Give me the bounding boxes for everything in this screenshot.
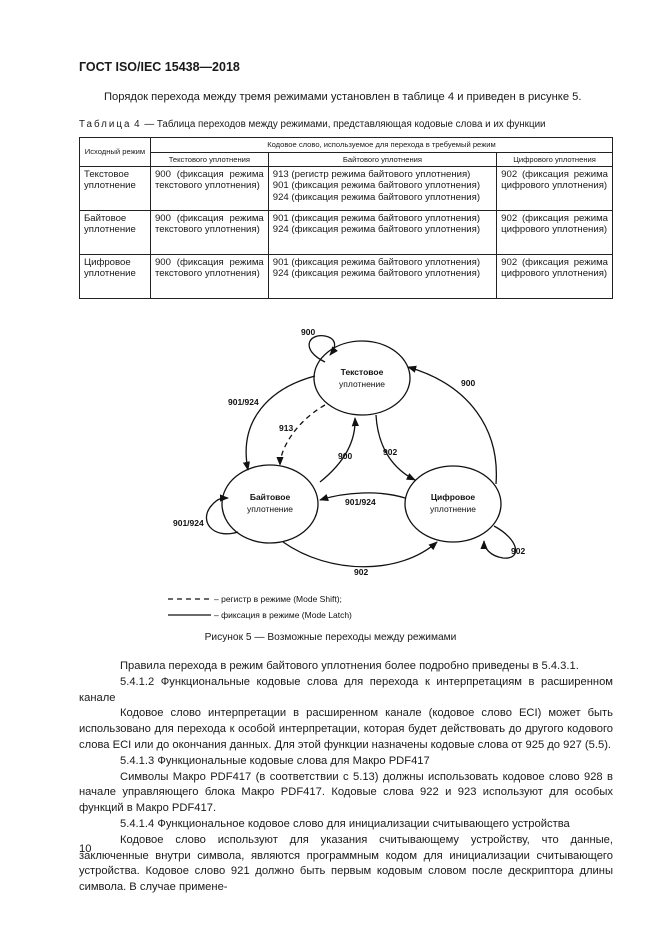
intro-paragraph: Порядок перехода между тремя режимами ус…	[104, 91, 582, 103]
table-row: Цифровое уплотнение 900 (фиксация режима…	[79, 254, 613, 300]
paragraph: Символы Макро PDF417 (в соответствии с 5…	[79, 770, 613, 815]
table-caption: Таблица 4 — Таблица переходов между режи…	[79, 119, 546, 130]
document-header: ГОСТ ISO/IEC 15438—2018	[79, 60, 240, 74]
table-cell: 901 (фиксация режима байтового уплотнени…	[267, 210, 498, 256]
table-cell: 900 (фиксация режима текстового уплотнен…	[149, 166, 269, 212]
table-row: Текстовое уплотнение 900 (фиксация режим…	[79, 166, 613, 212]
table-cell: 902 (фиксация режима цифрового уплотнени…	[496, 254, 613, 300]
col-header-digit: Цифрового уплотнения	[496, 151, 613, 168]
label-text-to-digit-outer: 900	[461, 378, 475, 388]
mode-transition-table: Исходный режим Кодовое слово, используем…	[79, 136, 614, 300]
node-byte	[221, 464, 319, 544]
paragraph: Правила перехода в режим байтового уплот…	[120, 660, 579, 672]
mode-transition-diagram: Текстовое уплотнение Байтовое уплотнение…	[168, 327, 525, 620]
table-caption-label: Таблица	[79, 119, 132, 130]
edge-digit-to-text-outer	[407, 365, 497, 485]
node-byte-label-1: Байтовое	[250, 492, 291, 502]
node-text-label-2: уплотнение	[339, 379, 385, 389]
col-header-text: Текстового уплотнения	[149, 151, 269, 168]
node-text	[313, 340, 411, 416]
body-text: Правила перехода в режим байтового уплот…	[79, 659, 613, 896]
label-self-byte: 901/924	[173, 518, 204, 528]
self-loop-byte	[205, 494, 239, 535]
table-cell: 901 (фиксация режима байтового уплотнени…	[267, 254, 498, 300]
node-digit	[404, 465, 502, 543]
label-byte-to-text-outer: 901/924	[228, 397, 259, 407]
section-heading: 5.4.1.4 Функциональное кодовое слово для…	[120, 817, 570, 830]
label-byte-to-digit-outer: 902	[354, 567, 368, 577]
edge-digit-to-byte-inner	[319, 492, 406, 501]
edge-text-to-digit-inner	[375, 414, 416, 481]
table-cell: 900 (фиксация режима текстового уплотнен…	[149, 254, 269, 300]
node-digit-label-1: Цифровое	[431, 492, 476, 502]
table-caption-number: 4	[134, 119, 142, 130]
edge-byte-to-text-outer	[242, 375, 316, 471]
col-header-byte: Байтового уплотнения	[267, 151, 498, 168]
group-header: Кодовое слово, используемое для перехода…	[149, 137, 614, 153]
row-mode: Байтовое уплотнение	[79, 210, 151, 256]
label-digit-to-byte-inner: 901/924	[345, 497, 376, 507]
paragraph: Кодовое слово используют для указания сч…	[79, 833, 613, 894]
table-row: Байтовое уплотнение 900 (фиксация режима…	[79, 210, 613, 256]
page-number: 10	[79, 843, 92, 855]
corner-header: Исходный режим	[79, 136, 151, 168]
table-cell: 902 (фиксация режима цифрового уплотнени…	[496, 210, 613, 256]
row-mode: Текстовое уплотнение	[79, 166, 151, 212]
node-byte-label-2: уплотнение	[247, 504, 293, 514]
section-heading: 5.4.1.2 Функциональные кодовые слова для…	[79, 675, 613, 704]
table-cell: 913 (регистр режима байтового уплотнения…	[267, 166, 498, 212]
row-mode: Цифровое уплотнение	[79, 254, 151, 300]
label-shift-913: 913	[279, 423, 293, 433]
legend-latch-text: – фиксация в режиме (Mode Latch)	[214, 610, 352, 620]
edge-byte-to-text-inner	[319, 417, 360, 483]
table-cell: 900 (фиксация режима текстового уплотнен…	[149, 210, 269, 256]
table-cell: 902 (фиксация режима цифрового уплотнени…	[496, 166, 613, 212]
edge-shift-913	[276, 404, 326, 466]
label-text-to-digit-inner: 902	[383, 447, 397, 457]
self-loop-digit	[480, 525, 517, 559]
node-digit-label-2: уплотнение	[430, 504, 476, 514]
label-self-text: 900	[301, 327, 315, 337]
self-loop-text	[308, 335, 338, 363]
legend-shift-text: – регистр в режиме (Mode Shift);	[214, 594, 342, 604]
paragraph: Кодовое слово интерпретации в расширенно…	[79, 707, 613, 751]
figure-caption: Рисунок 5 — Возможные переходы между реж…	[204, 632, 457, 643]
table-caption-text: — Таблица переходов между режимами, пред…	[144, 119, 546, 130]
node-text-label-1: Текстовое	[341, 367, 384, 377]
edge-byte-to-digit-outer	[282, 541, 438, 568]
label-self-digit: 902	[511, 546, 525, 556]
label-byte-to-text-inner: 900	[338, 451, 352, 461]
section-heading: 5.4.1.3 Функциональные кодовые слова для…	[120, 754, 430, 767]
